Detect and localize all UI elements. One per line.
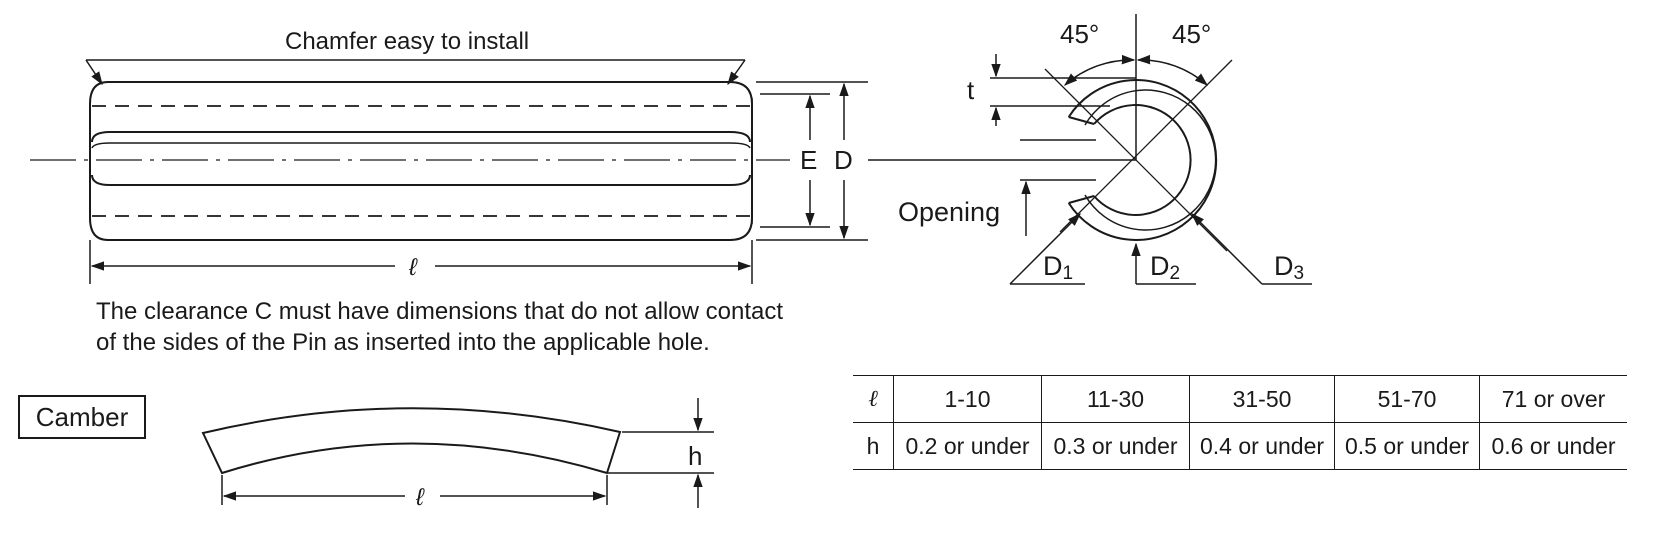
camber-view: [201, 398, 714, 508]
camber-length-symbol: ℓ: [415, 484, 425, 511]
table-cell: 0.3 or under: [1041, 422, 1190, 470]
e-label: E: [800, 145, 817, 175]
camber-title: Camber: [18, 395, 146, 439]
angle-arc-right: [1136, 54, 1209, 86]
clearance-note-line-1: The clearance C must have dimensions tha…: [96, 298, 784, 325]
d-label: D: [834, 145, 853, 175]
d3-label: D3: [1274, 251, 1304, 284]
table-cell: 0.5 or under: [1334, 422, 1480, 470]
table-cell: h: [853, 422, 894, 470]
table-cell: 11-30: [1041, 375, 1190, 423]
d2-label: D2: [1150, 251, 1180, 284]
angle-arc-left: [1063, 54, 1136, 86]
table-cell: 71 or over: [1479, 375, 1627, 423]
camber-tolerance-table: ℓ 1-10 11-30 31-50 51-70 71 or over h 0.…: [853, 375, 1627, 470]
table-cell: 51-70: [1334, 375, 1480, 423]
d1-leader: [1009, 213, 1081, 285]
clearance-note-line-2: of the sides of the Pin as inserted into…: [96, 329, 710, 356]
pin-end-view: [868, 14, 1312, 285]
table-cell: 31-50: [1189, 375, 1335, 423]
opening-label: Opening: [898, 197, 1000, 227]
table-cell: 1-10: [893, 375, 1042, 423]
table-cell: 0.6 or under: [1479, 422, 1627, 470]
table-row: h 0.2 or under 0.3 or under 0.4 or under…: [853, 422, 1627, 470]
length-symbol: ℓ: [408, 254, 418, 281]
ring-mean: [1084, 89, 1217, 231]
camber-height-label: h: [688, 441, 702, 471]
pin-slot: [91, 131, 751, 143]
angle-left-label: 45°: [1060, 19, 1099, 49]
camber-pin-outline: [201, 407, 622, 475]
table-cell: ℓ: [853, 375, 894, 423]
d3-leader: [1191, 213, 1263, 285]
clearance-note: The clearance C must have dimensions tha…: [96, 296, 856, 358]
angle-right-label: 45°: [1172, 19, 1211, 49]
chamfer-label: Chamfer easy to install: [285, 28, 529, 55]
ring-inner: [1093, 104, 1192, 216]
d1-label: D1: [1043, 251, 1073, 284]
thickness-label: t: [967, 75, 975, 105]
pin-body-outline: [89, 81, 753, 241]
pin-side-view: [30, 59, 868, 284]
table-header-row: ℓ 1-10 11-30 31-50 51-70 71 or over: [853, 375, 1627, 423]
table-cell: 0.4 or under: [1189, 422, 1335, 470]
table-cell: 0.2 or under: [893, 422, 1042, 470]
